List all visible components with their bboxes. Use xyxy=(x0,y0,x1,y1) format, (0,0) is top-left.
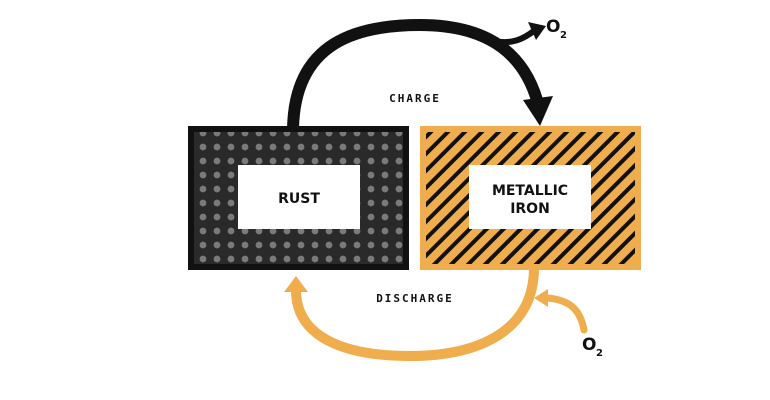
charge-arrow xyxy=(287,18,553,138)
oxygen-out-symbol: O xyxy=(546,17,560,37)
oxygen-out-subscript: 2 xyxy=(560,30,567,41)
oxygen-in-symbol: O xyxy=(582,335,596,355)
oxygen-in-subscript: 2 xyxy=(596,348,603,359)
rust-box: RUST xyxy=(188,126,409,270)
iron-label-panel xyxy=(469,165,591,229)
oxygen-released-label: O 2 xyxy=(546,17,567,41)
charge-label: CHARGE xyxy=(389,92,441,105)
metallic-iron-box: METALLIC IRON xyxy=(420,126,641,270)
rust-label-panel xyxy=(238,165,360,229)
rust-label: RUST xyxy=(278,191,320,207)
discharge-label: DISCHARGE xyxy=(376,292,454,305)
iron-label-line2: IRON xyxy=(510,201,550,217)
discharge-arrow xyxy=(284,263,588,362)
oxygen-consumed-label: O 2 xyxy=(582,335,603,359)
iron-label-line1: METALLIC xyxy=(492,183,568,199)
